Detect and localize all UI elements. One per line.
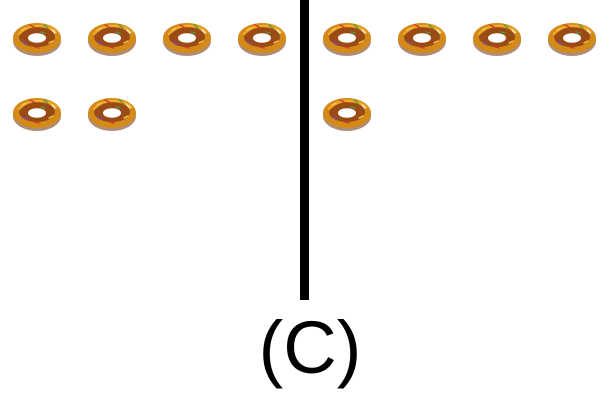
donut-icon: [545, 18, 599, 60]
right-donut-group: [320, 18, 610, 148]
donut-icon: [320, 18, 374, 60]
donut-icon: [395, 18, 449, 60]
donut-icon: [235, 18, 289, 60]
donut-icon: [85, 93, 139, 135]
panel-label: (C): [258, 306, 362, 389]
donut-icon: [10, 18, 64, 60]
donut-icon: [10, 93, 64, 135]
donut-icon: [160, 18, 214, 60]
donut-icon: [470, 18, 524, 60]
donut-icon: [85, 18, 139, 60]
left-donut-group: [10, 18, 310, 148]
donut-icon: [320, 93, 374, 135]
vertical-divider: [300, 0, 309, 300]
